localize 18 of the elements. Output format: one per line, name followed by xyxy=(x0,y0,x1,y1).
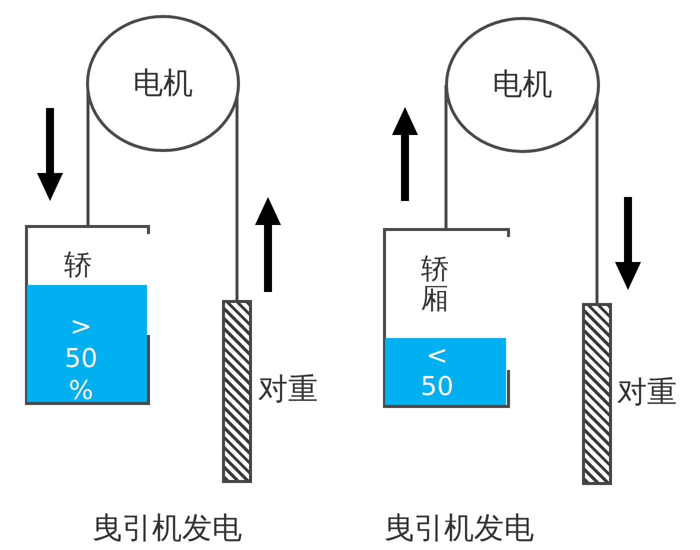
counterweight-bar xyxy=(222,300,252,483)
caption-text: 曳引机发电 xyxy=(92,511,242,547)
rope-line xyxy=(596,98,598,303)
load-fill xyxy=(385,338,506,405)
rope-line xyxy=(86,91,90,225)
motor-label: 电机 xyxy=(492,67,552,103)
rope-line xyxy=(236,96,238,300)
counterweight-label: 对重 xyxy=(617,375,677,411)
motor-label: 电机 xyxy=(133,66,193,102)
caption-text: 曳引机发电 xyxy=(384,511,534,547)
rope-line xyxy=(444,85,448,228)
load-label: > 50 % xyxy=(63,311,99,407)
car-label: 轿 xyxy=(64,250,92,280)
load-label: < 50 xyxy=(419,341,455,403)
load-fill xyxy=(27,285,147,402)
counterweight-label: 对重 xyxy=(258,372,318,408)
car-label: 轿厢 xyxy=(421,254,450,314)
counterweight-bar xyxy=(582,303,612,485)
